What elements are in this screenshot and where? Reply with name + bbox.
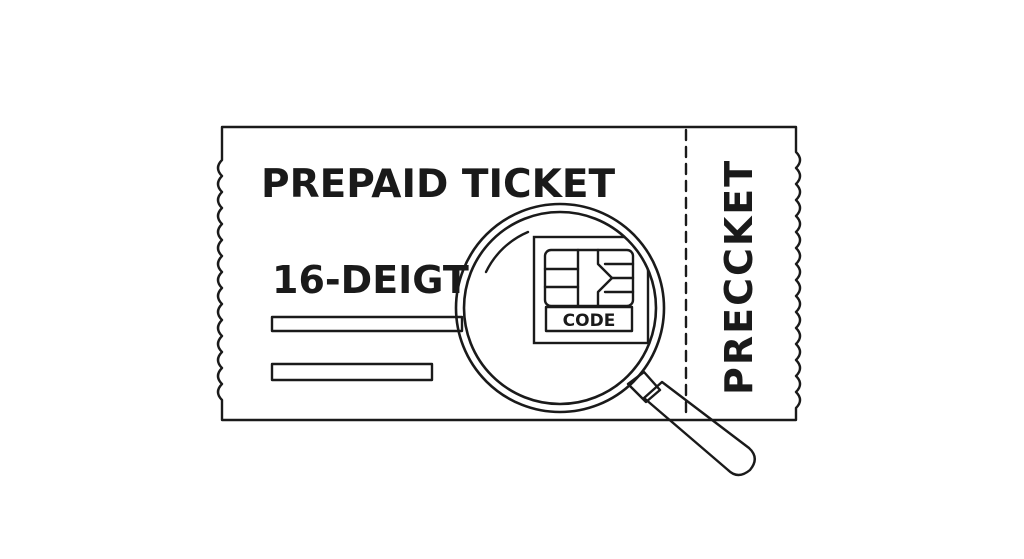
stub-label: PRECCKET bbox=[717, 159, 761, 395]
chip-icon bbox=[543, 248, 635, 308]
code-field-bar bbox=[270, 315, 464, 333]
magnifier-icon bbox=[454, 202, 756, 477]
code-box-label: CODE bbox=[563, 311, 616, 331]
ticket-outline bbox=[216, 125, 802, 422]
ticket-title: PREPAID TICKET bbox=[261, 162, 616, 207]
code-digits-label: 16-DEIGT bbox=[272, 258, 469, 302]
hidden-code-area: CODE bbox=[532, 235, 650, 345]
secondary-field-bar bbox=[270, 362, 434, 382]
code-box bbox=[544, 305, 634, 333]
